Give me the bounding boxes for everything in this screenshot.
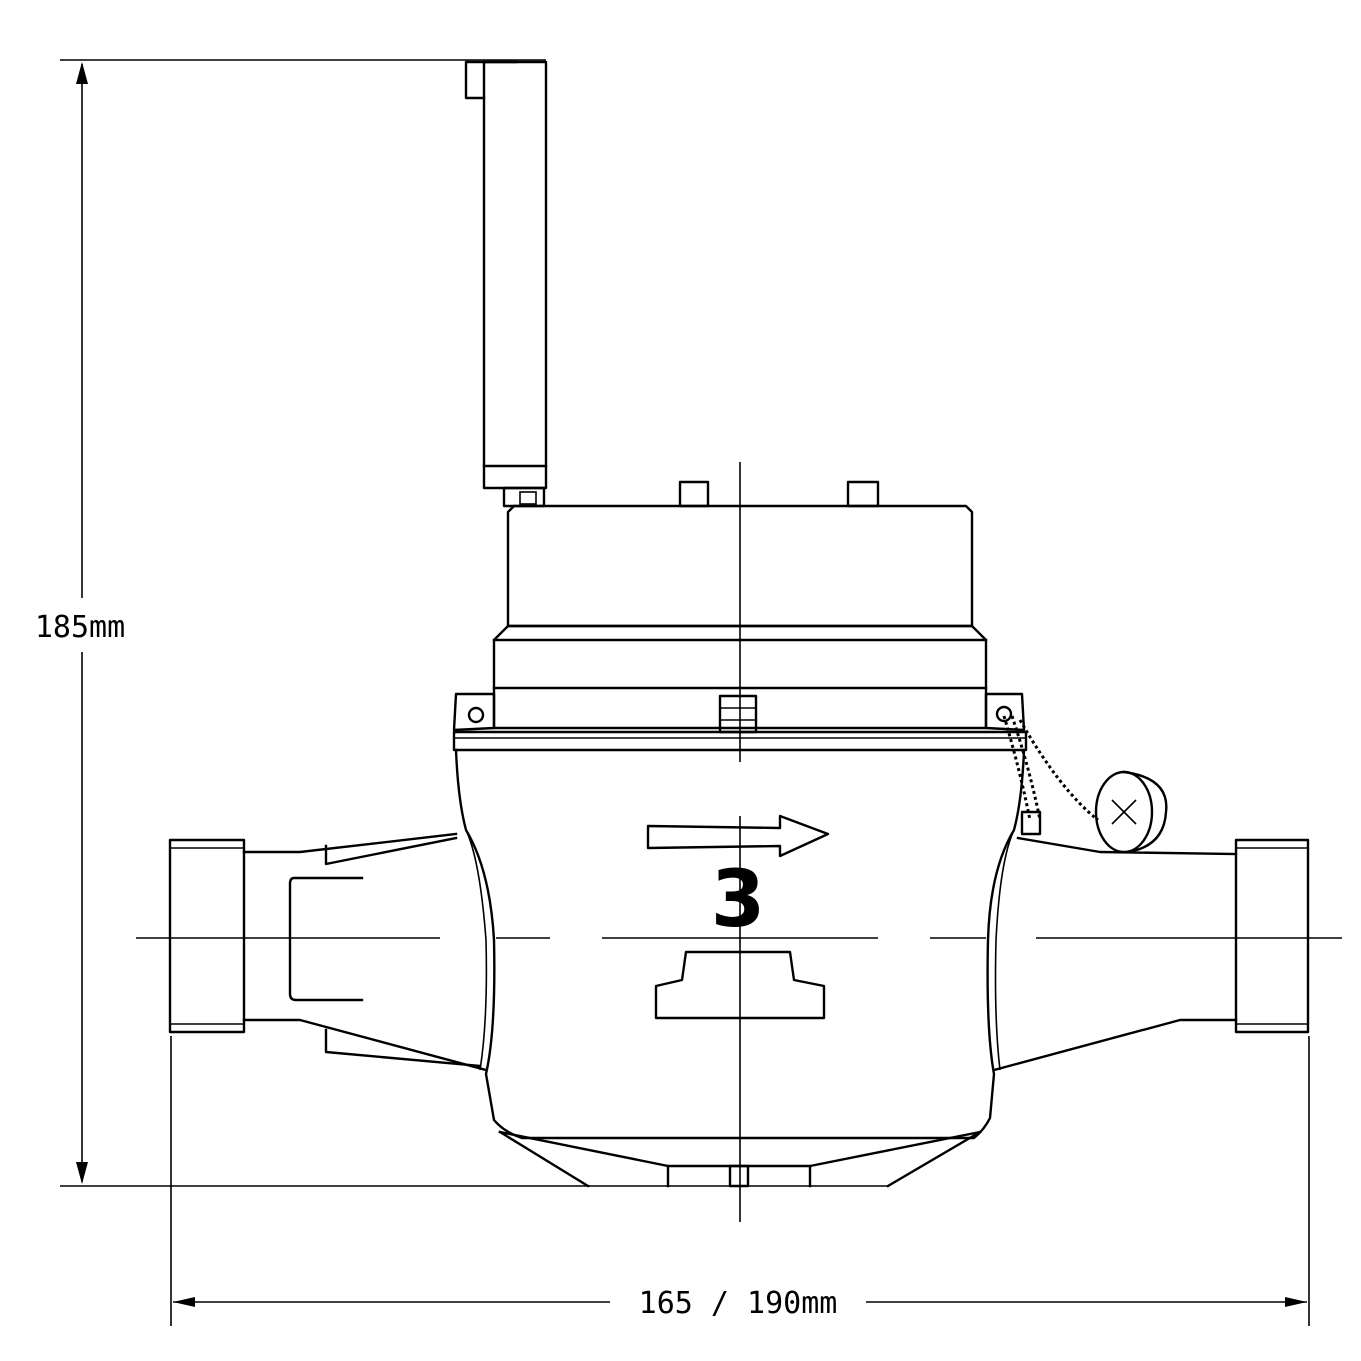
head-tab-right xyxy=(846,480,880,508)
height-dimension: 185mm xyxy=(35,59,590,1187)
seal-x-icon xyxy=(1111,799,1137,825)
size-number: 3 xyxy=(711,855,765,945)
inlet-rib-top xyxy=(324,836,458,866)
inlet-connection xyxy=(168,832,488,1072)
inlet-bracket xyxy=(288,876,364,1002)
center-lines xyxy=(136,462,1342,1222)
flange-ear-right xyxy=(984,692,1026,732)
flange-bolt-right xyxy=(995,705,1013,723)
width-label: 165 / 190mm xyxy=(639,1286,838,1321)
seal-block xyxy=(718,694,758,734)
inlet-rib-bottom xyxy=(324,1028,482,1068)
outlet-connection xyxy=(992,836,1310,1072)
seal-wire xyxy=(1002,715,1042,821)
outlet-nut xyxy=(1234,838,1310,1034)
flange-bolt-left xyxy=(467,706,485,724)
width-arrow-left-icon xyxy=(173,1297,195,1307)
boss-plate xyxy=(654,950,826,1020)
security-seal xyxy=(1002,715,1168,854)
height-label: 185mm xyxy=(35,610,125,645)
height-arrow-down-icon xyxy=(76,1162,88,1184)
width-arrow-right-icon xyxy=(1285,1297,1307,1307)
antenna-clip xyxy=(464,60,518,100)
height-arrow-up-icon xyxy=(76,62,88,84)
radio-module-antenna xyxy=(464,60,548,508)
width-dimension: 165 / 190mm xyxy=(170,1036,1310,1326)
flange-ear-left xyxy=(452,692,496,732)
inlet-nut xyxy=(168,838,246,1034)
body-outline xyxy=(454,748,1026,1140)
flow-direction-arrow-icon xyxy=(646,814,830,858)
head-tab-left xyxy=(678,480,710,508)
meter-body xyxy=(454,748,1026,1188)
body-flange xyxy=(452,692,1028,752)
base-foot-center xyxy=(728,1164,750,1188)
flange-band xyxy=(452,730,1028,752)
